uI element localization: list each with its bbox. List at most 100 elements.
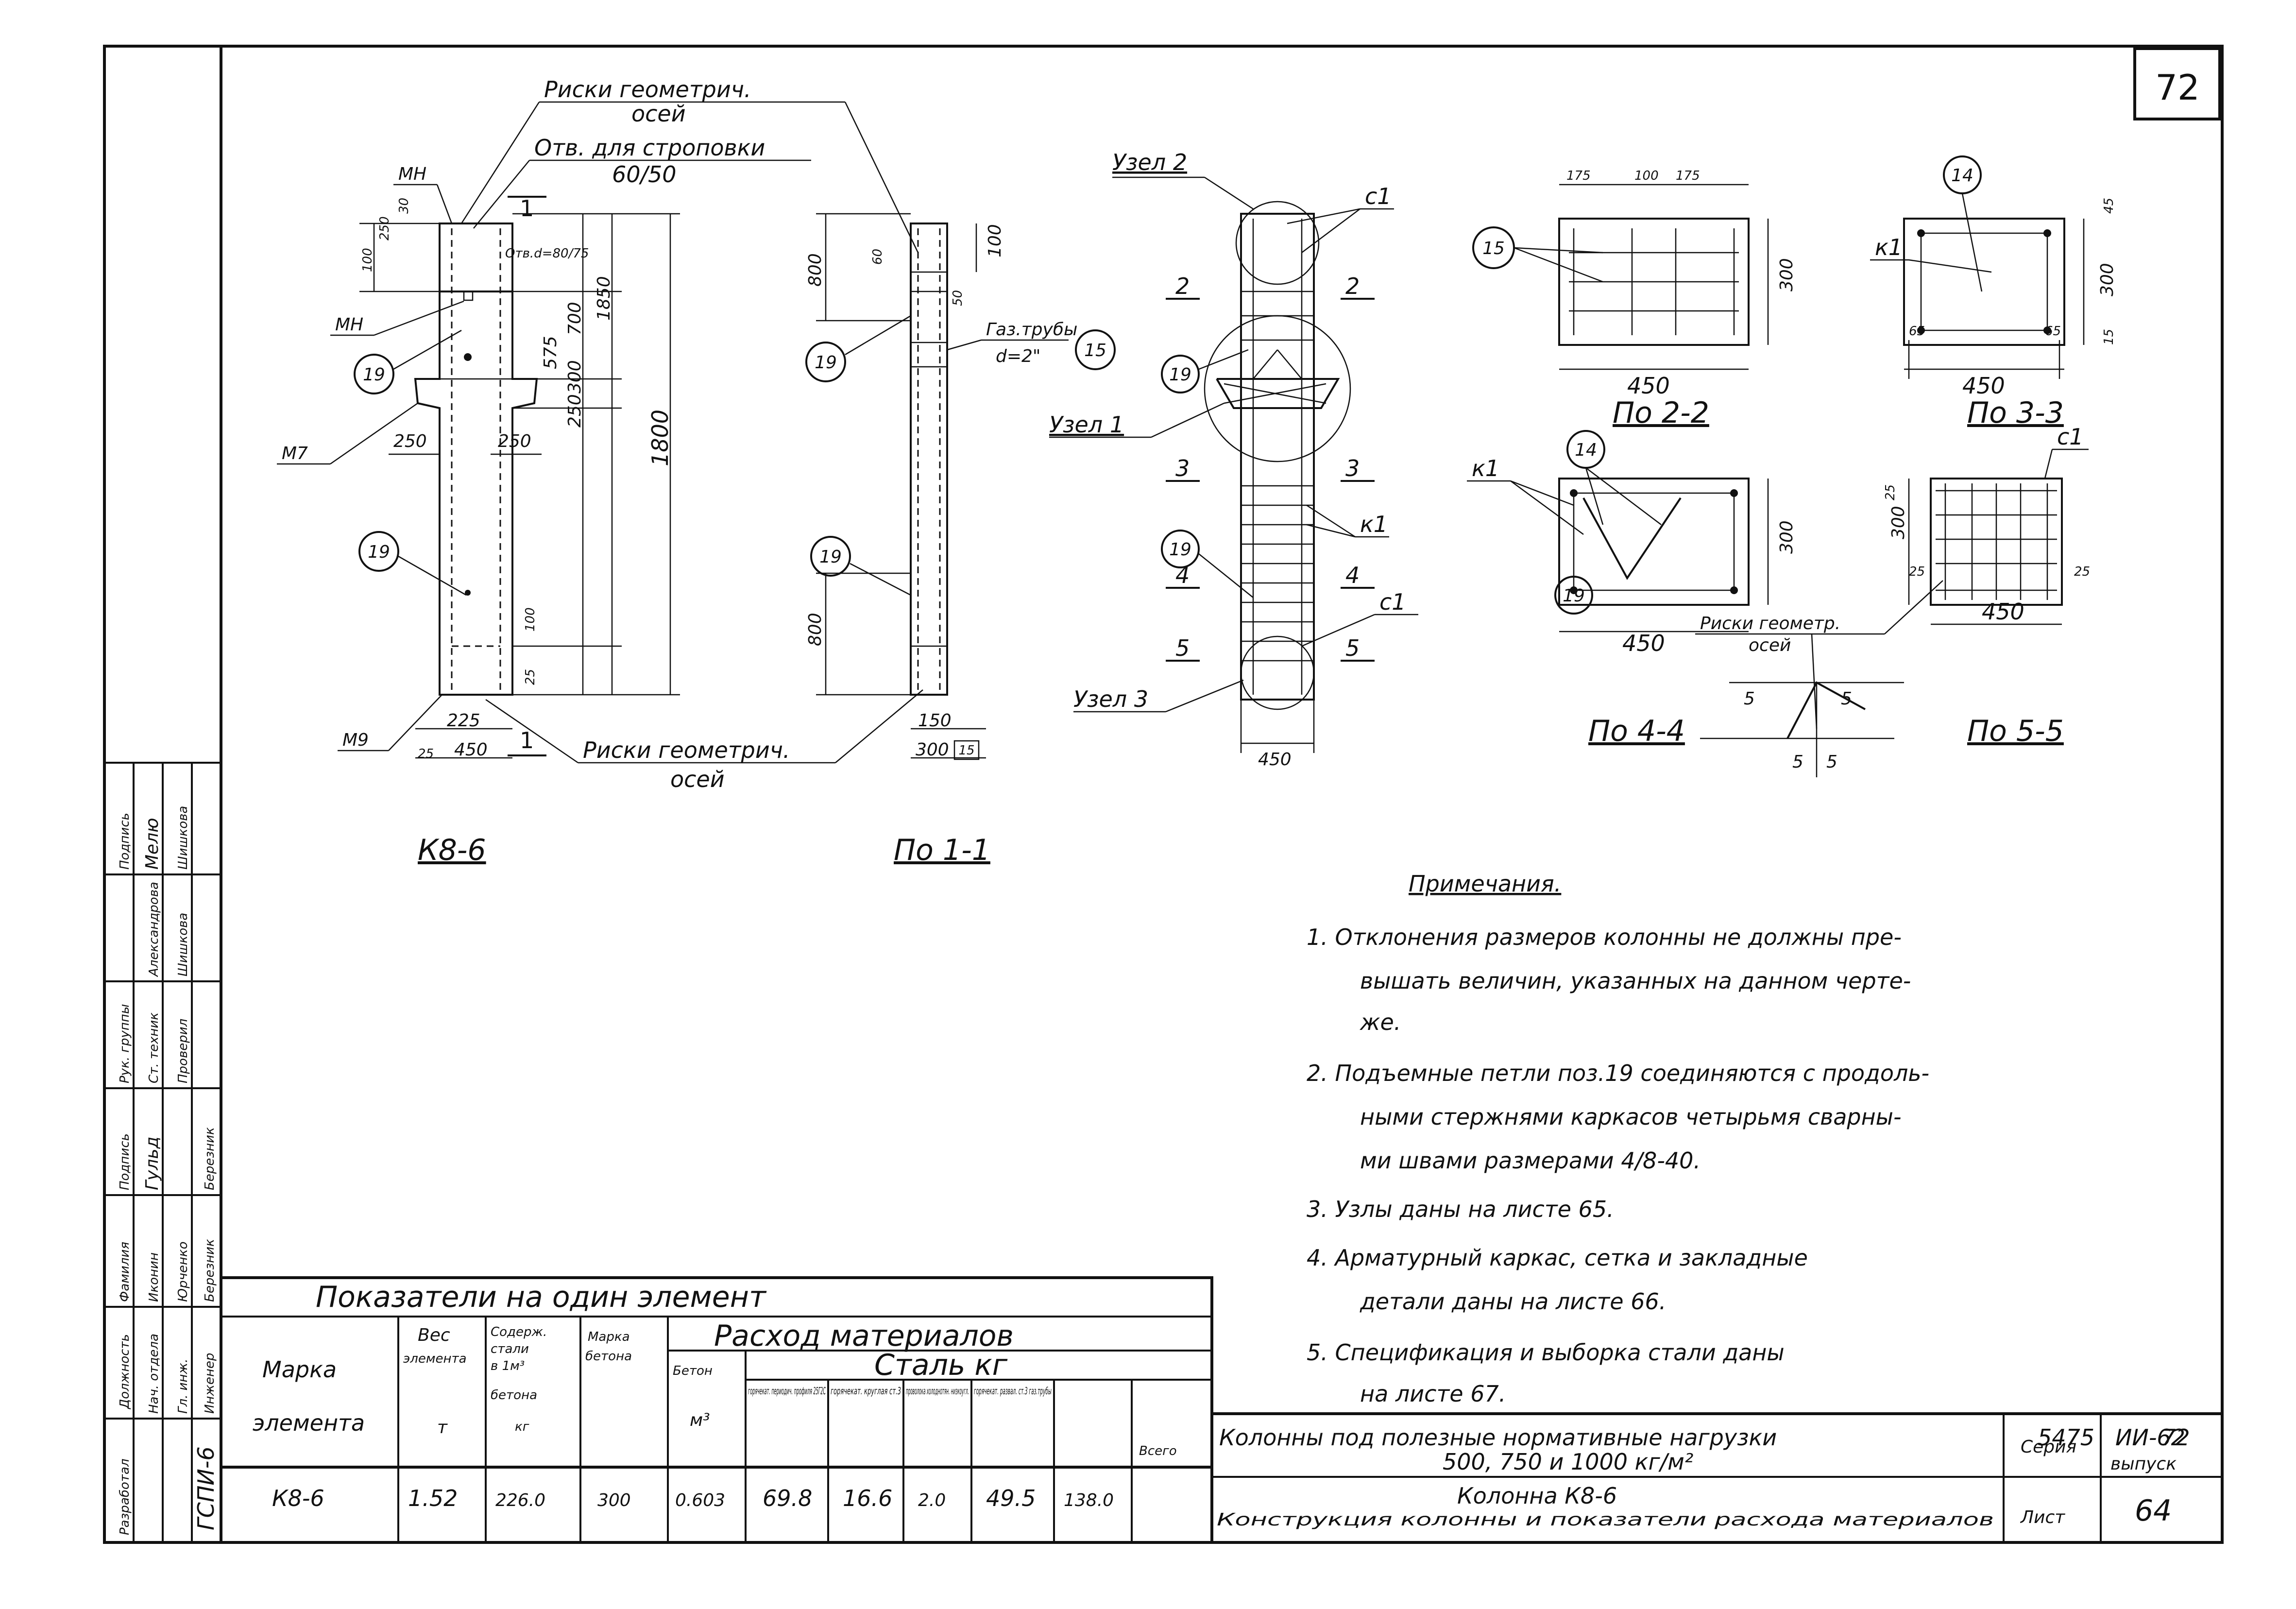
svg-text:Расход материалов: Расход материалов	[714, 1319, 1014, 1353]
table-caption: Показатели на один элемент	[316, 1280, 767, 1314]
rebar-stirrups	[1241, 291, 1314, 662]
callout-axis-marks-top: Риски геометрич.	[544, 76, 751, 103]
node-1-circle	[1204, 315, 1351, 462]
s33-dim-45: 45	[2102, 198, 2116, 214]
callout-m9: М9	[342, 730, 369, 750]
s33-dim-300: 300	[2097, 263, 2117, 296]
pos-15-label: 15	[1084, 341, 1106, 360]
section-3-3-title: По 3-3	[1967, 396, 2064, 430]
section-4-4-title: По 4-4	[1588, 714, 1685, 748]
svg-text:4: 4	[1345, 562, 1360, 588]
dim-250b: 250	[565, 394, 585, 428]
tb-description: Колонны под полезные нормативные нагрузк…	[1219, 1424, 1777, 1451]
section-1-1-outline	[910, 223, 948, 696]
section-pos-19-label-b: 19	[819, 547, 842, 567]
stamp-org: ГСПИ-6	[193, 1446, 219, 1530]
svg-text:элемента: элемента	[253, 1410, 365, 1436]
section-5-5-title: По 5-5	[1967, 714, 2064, 748]
column-corbel-outline	[414, 291, 538, 696]
dim-450: 450	[454, 740, 488, 760]
pos-19-label-a: 19	[363, 365, 385, 385]
s55-detail-5c: 5	[1792, 752, 1803, 772]
dim-25b: 25	[418, 747, 434, 761]
svg-text:3: 3	[1345, 455, 1360, 481]
dim-section-300: 300	[916, 740, 949, 760]
dim-300: 300	[565, 360, 585, 394]
archive-number: 5475	[2038, 1424, 2094, 1451]
svg-text:300: 300	[597, 1490, 631, 1510]
rebar-pos-19-marker-a	[1161, 355, 1200, 394]
dim-1850: 1850	[594, 276, 614, 321]
dim-1800: 1800	[647, 410, 673, 466]
svg-text:Ст. техник: Ст. техник	[147, 1012, 161, 1083]
rebar-cage: 450 Узел 2 Узел 1 Узел 3 с1 к1 с1 19 19 …	[1049, 149, 1418, 770]
s33-dim-65a: 65	[1909, 324, 1925, 339]
sheet-number: 72	[2155, 67, 2200, 108]
callout-mh: МН	[398, 164, 426, 184]
svg-text:0.603: 0.603	[675, 1490, 725, 1510]
dim-section-15: 15	[958, 743, 974, 758]
tb-series-label: Серия	[2021, 1437, 2076, 1457]
svg-text:2: 2	[1345, 273, 1360, 299]
s33-dim-65b: 65	[2045, 324, 2061, 339]
s55-detail-5b: 5	[1841, 689, 1852, 709]
s22-dim-450: 450	[1627, 373, 1670, 399]
svg-text:Иконин: Иконин	[147, 1252, 161, 1302]
pos-19-marker-a	[354, 354, 394, 394]
dim-section-100: 100	[985, 224, 1005, 257]
rebar-pos-19-label-a: 19	[1169, 365, 1191, 385]
svg-text:Должность: Должность	[118, 1334, 132, 1409]
svg-text:К8-6: К8-6	[272, 1485, 324, 1511]
svg-text:бетона: бетона	[585, 1349, 632, 1364]
svg-text:Шишкова: Шишкова	[176, 806, 190, 870]
svg-text:Гл. инж.: Гл. инж.	[176, 1359, 190, 1414]
section-5-5-outline	[1930, 478, 2063, 606]
note-line-5: ными стержнями каркасов четырьмя сварны-	[1360, 1104, 1902, 1130]
node-1-label: Узел 1	[1049, 411, 1124, 438]
callout-m7: М7	[282, 444, 308, 463]
svg-text:элемента: элемента	[403, 1352, 467, 1366]
svg-text:Марка: Марка	[588, 1330, 630, 1344]
s55-dim-450: 450	[1982, 599, 2024, 625]
section-3-3: 450 65 65 45 300 15 14 к1 По 3-3	[1870, 155, 2117, 430]
notes: Примечания. 1. Отклонения размеров колон…	[1307, 871, 1929, 1407]
svg-text:138.0: 138.0	[1064, 1490, 1114, 1510]
dim-250-left: 250	[393, 431, 427, 451]
svg-text:Всего: Всего	[1139, 1444, 1177, 1458]
s22-dim-100: 100	[1634, 169, 1659, 183]
approval-stamp: ГСПИ-6 Разработал Должность Нач. отдела …	[103, 762, 222, 1543]
col-header-c2: горячекат. круглая ст.3	[831, 1385, 901, 1397]
indicators-table: Показатели на один элемент Марка элемент…	[220, 1276, 1213, 1544]
s55-dim-25c: 25	[2074, 565, 2090, 579]
svg-text:Подпись: Подпись	[118, 813, 132, 870]
dim-250: 250	[377, 216, 392, 240]
note-line-8: 4. Арматурный каркас, сетка и закладные	[1307, 1245, 1808, 1271]
s22-dim-175b: 175	[1676, 169, 1700, 183]
svg-text:Содерж.: Содерж.	[491, 1325, 547, 1339]
svg-text:Шишкова: Шишкова	[176, 913, 190, 976]
dim-section-800: 800	[805, 253, 825, 287]
node-3-circle	[1240, 635, 1315, 710]
rebar-dim-450: 450	[1258, 750, 1292, 770]
sheet-number-box	[2133, 47, 2221, 120]
svg-text:5: 5	[1175, 635, 1190, 661]
svg-text:226.0: 226.0	[495, 1490, 545, 1510]
table-row: К8-6 1.52 226.0 300 0.603 69.8 16.6 2.0 …	[272, 1485, 1114, 1511]
svg-text:бетона: бетона	[491, 1388, 537, 1403]
svg-text:Фамилия: Фамилия	[118, 1242, 132, 1302]
svg-text:16.6: 16.6	[843, 1485, 892, 1511]
svg-text:Нач. отдела: Нач. отдела	[147, 1334, 161, 1414]
s55-axis-note-2: осей	[1749, 635, 1791, 655]
svg-text:Инженер: Инженер	[203, 1353, 217, 1414]
c1-label-b: с1	[1379, 589, 1406, 615]
svg-text:Бетон: Бетон	[673, 1364, 713, 1378]
title-block: Колонны под полезные нормативные нагрузк…	[1210, 1412, 2224, 1544]
svg-text:в 1м³: в 1м³	[491, 1359, 525, 1373]
svg-text:5: 5	[1345, 635, 1360, 661]
callout-axis-marks-bottom-2: осей	[670, 766, 725, 792]
svg-text:3: 3	[1175, 455, 1190, 481]
rebar-pos-19-marker-b	[1161, 530, 1200, 568]
svg-text:Гульд: Гульд	[142, 1137, 162, 1190]
dim-section-60: 60	[870, 249, 885, 265]
dim-section-800b: 800	[805, 613, 825, 646]
